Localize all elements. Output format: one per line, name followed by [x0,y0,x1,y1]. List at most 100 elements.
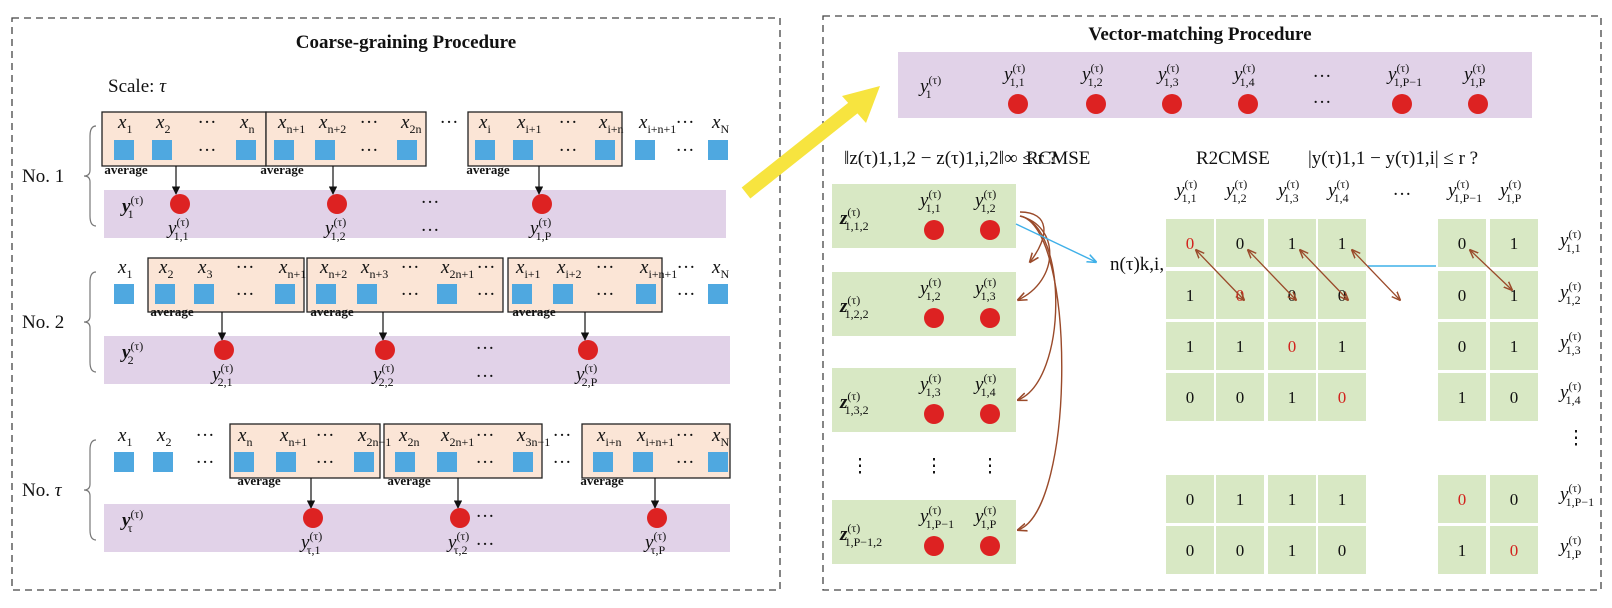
data-square [234,452,254,472]
matrix-cell [1436,320,1488,372]
ellipsis: ··· [476,366,495,387]
brace [83,439,97,541]
red-dot [1238,94,1258,114]
ellipsis: ··· [676,112,695,133]
brace [83,271,97,373]
coarse-band [104,190,726,238]
ellipsis: ··· [440,112,459,133]
data-square [114,140,134,160]
data-square [395,452,415,472]
red-dot [924,536,944,556]
data-square [708,140,728,160]
top-sequence-band [898,52,1532,118]
matrix-col-header: y(τ)1,P−1 [1446,177,1482,205]
matrix-value: 0 [1458,337,1467,356]
data-square [114,284,134,304]
matrix-cell [1488,524,1540,576]
r2cmse-label: R2CMSE [1196,148,1270,169]
rcmse-label: RCMSE [1026,148,1090,169]
red-dot [1392,94,1412,114]
average-label: average [310,304,354,319]
matrix-value: 1 [1186,337,1195,356]
top-y-label: y(τ)1,3 [1156,61,1179,89]
red-dot [980,220,1000,240]
ellipsis: ··· [236,257,255,278]
band-label: y(τ)τ [120,507,143,535]
red-dot [303,508,323,528]
y-label: y(τ)1,P [528,215,552,243]
red-dot [170,194,190,214]
x-label: xn+1 [279,425,307,449]
ellipsis: ··· [360,140,379,161]
matrix-col-header: y(τ)1,4 [1326,177,1349,205]
red-dot [532,194,552,214]
vertical-ellipsis: ⋮ [981,456,1000,477]
x-label: xN [711,257,729,281]
x-label: x1 [117,112,132,136]
x-label: xi+n [596,425,622,449]
matrix-col-header: y(τ)1,1 [1174,177,1197,205]
matrix-value: 0 [1186,541,1195,560]
x-label: x3n−1 [516,425,550,449]
matrix-value: 0 [1458,286,1467,305]
row-number-label: No. τ [22,480,63,501]
y-label: y(τ)1,P [973,503,997,531]
diagonal-arrow [1470,250,1512,290]
x-label: xn [237,425,252,449]
matrix-value: 1 [1186,286,1195,305]
matrix-row-header: y(τ)1,3 [1558,329,1581,357]
data-square [513,140,533,160]
matrix-cell [1488,371,1540,423]
x-label: xn+1 [277,112,305,136]
matrix-value: 1 [1236,337,1245,356]
ellipsis: ··· [677,284,696,305]
x-label: xN [711,425,729,449]
x-label: xi+n+1 [638,112,676,136]
data-square [636,284,656,304]
matrix-cell [1488,473,1540,525]
matrix-cell [1316,371,1368,423]
ellipsis: ··· [196,452,215,473]
x-label: x1 [117,257,132,281]
ellipsis: ··· [401,257,420,278]
z-label: z(τ)1,3,2 [839,389,869,417]
matrix-cell [1266,524,1318,576]
data-square [397,140,417,160]
data-square [357,284,377,304]
data-square [153,452,173,472]
x-label: xn+1 [278,257,306,281]
data-square [635,140,655,160]
z-label: z(τ)1,1,2 [839,205,869,233]
matrix-value: 0 [1458,234,1467,253]
r2cmse-condition: |y(τ)1,1 − y(τ)1,i| ≤ r ? [1308,148,1478,169]
matrix-row-header: y(τ)1,P [1558,533,1582,561]
ellipsis: ··· [559,112,578,133]
top-y-label: y(τ)1,4 [1232,61,1255,89]
y-label: y(τ)τ,2 [446,529,469,557]
data-square [633,452,653,472]
right-panel-frame [822,15,1602,591]
matrix-value: 1 [1288,541,1297,560]
matrix-cell [1164,524,1216,576]
x-label: xi+1 [515,257,541,281]
matrix-value: 1 [1288,388,1297,407]
ellipsis: ··· [476,452,495,473]
data-square [114,452,134,472]
top-y-label: y(τ)1,2 [1080,61,1103,89]
red-dot [1162,94,1182,114]
data-square [155,284,175,304]
x-label: xN [711,112,729,136]
average-label: average [387,473,431,488]
matrix-col-header: y(τ)1,2 [1224,177,1247,205]
y-label: y(τ)2,2 [371,361,394,389]
matrix-value: 1 [1288,490,1297,509]
matrix-value: 0 [1510,490,1519,509]
ellipsis: ··· [553,425,572,446]
red-dot [1468,94,1488,114]
data-square [475,140,495,160]
data-square [553,284,573,304]
matrix-cell [1266,473,1318,525]
